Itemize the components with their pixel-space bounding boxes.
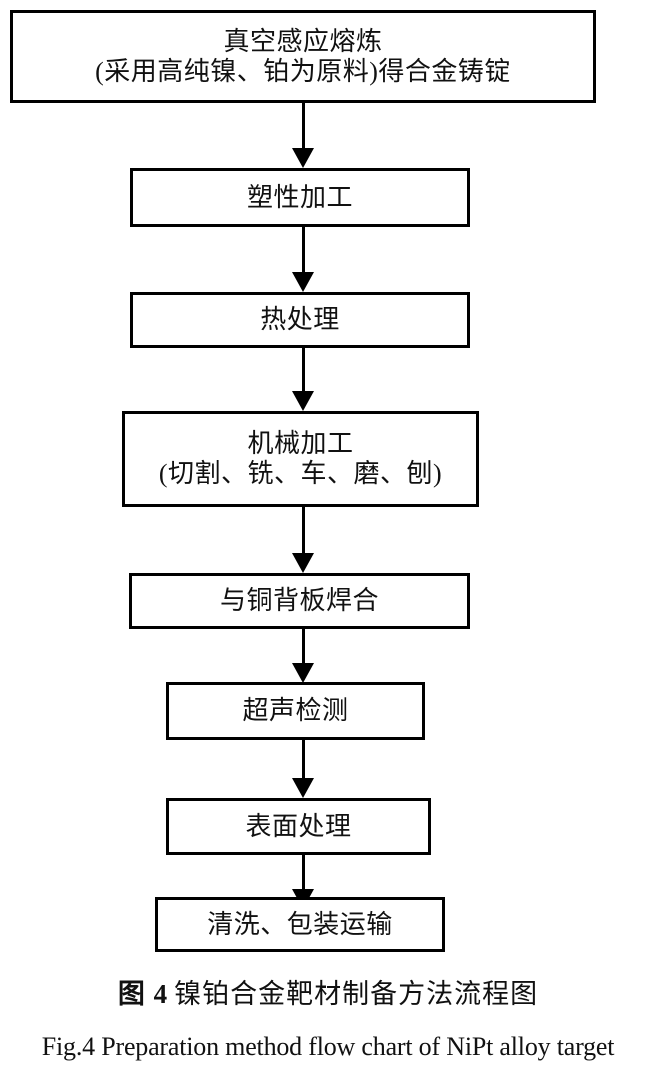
flow-node-surface-treatment[interactable]: 表面处理 (166, 798, 431, 855)
flow-node-line-2: (采用高纯镍、铂为原料)得合金铸锭 (95, 56, 511, 86)
figure-caption-english: Fig.4 Preparation method flow chart of N… (41, 1032, 615, 1061)
arrow-shaft (302, 227, 305, 272)
arrow-head-icon (292, 272, 314, 292)
flow-node-line-1: 热处理 (260, 305, 340, 335)
arrow-head-icon (292, 391, 314, 411)
flow-node-weld-to-copper-backing-plate[interactable]: 与铜背板焊合 (129, 573, 470, 629)
flow-node-line-1: 塑性加工 (246, 182, 353, 212)
arrow-head-icon (292, 663, 314, 683)
flow-node-line-1: 清洗、包装运输 (207, 909, 393, 939)
arrow-head-icon (292, 778, 314, 798)
flow-node-machining[interactable]: 机械加工 (切割、铣、车、磨、刨) (122, 411, 479, 507)
flow-node-plastic-working[interactable]: 塑性加工 (130, 168, 470, 227)
flow-node-line-2: (切割、铣、车、磨、刨) (158, 459, 443, 488)
arrow-shaft (302, 740, 305, 778)
arrow-shaft (302, 348, 305, 391)
flow-node-line-1: 表面处理 (245, 811, 352, 841)
arrow-shaft (302, 629, 305, 663)
flow-node-heat-treatment[interactable]: 热处理 (130, 292, 470, 348)
flow-node-ultrasonic-inspection[interactable]: 超声检测 (166, 682, 425, 740)
flow-node-line-1: 机械加工 (247, 429, 354, 459)
flow-node-line-1: 与铜背板焊合 (219, 586, 379, 616)
flow-node-line-1: 超声检测 (242, 696, 349, 726)
flow-node-line-1: 真空感应熔炼 (223, 26, 383, 56)
figure-caption-chinese-text: 镍铂合金靶材制备方法流程图 (174, 979, 539, 1009)
flow-node-cleaning-packaging-transport[interactable]: 清洗、包装运输 (155, 897, 445, 952)
figure-number-chinese: 图 4 (117, 979, 169, 1009)
flow-node-vacuum-induction-melting[interactable]: 真空感应熔炼 (采用高纯镍、铂为原料)得合金铸锭 (10, 10, 596, 103)
arrow-shaft (302, 507, 305, 553)
arrow-head-icon (292, 553, 314, 573)
arrow-shaft (302, 103, 305, 148)
arrow-shaft (302, 855, 305, 889)
arrow-head-icon (292, 148, 314, 168)
